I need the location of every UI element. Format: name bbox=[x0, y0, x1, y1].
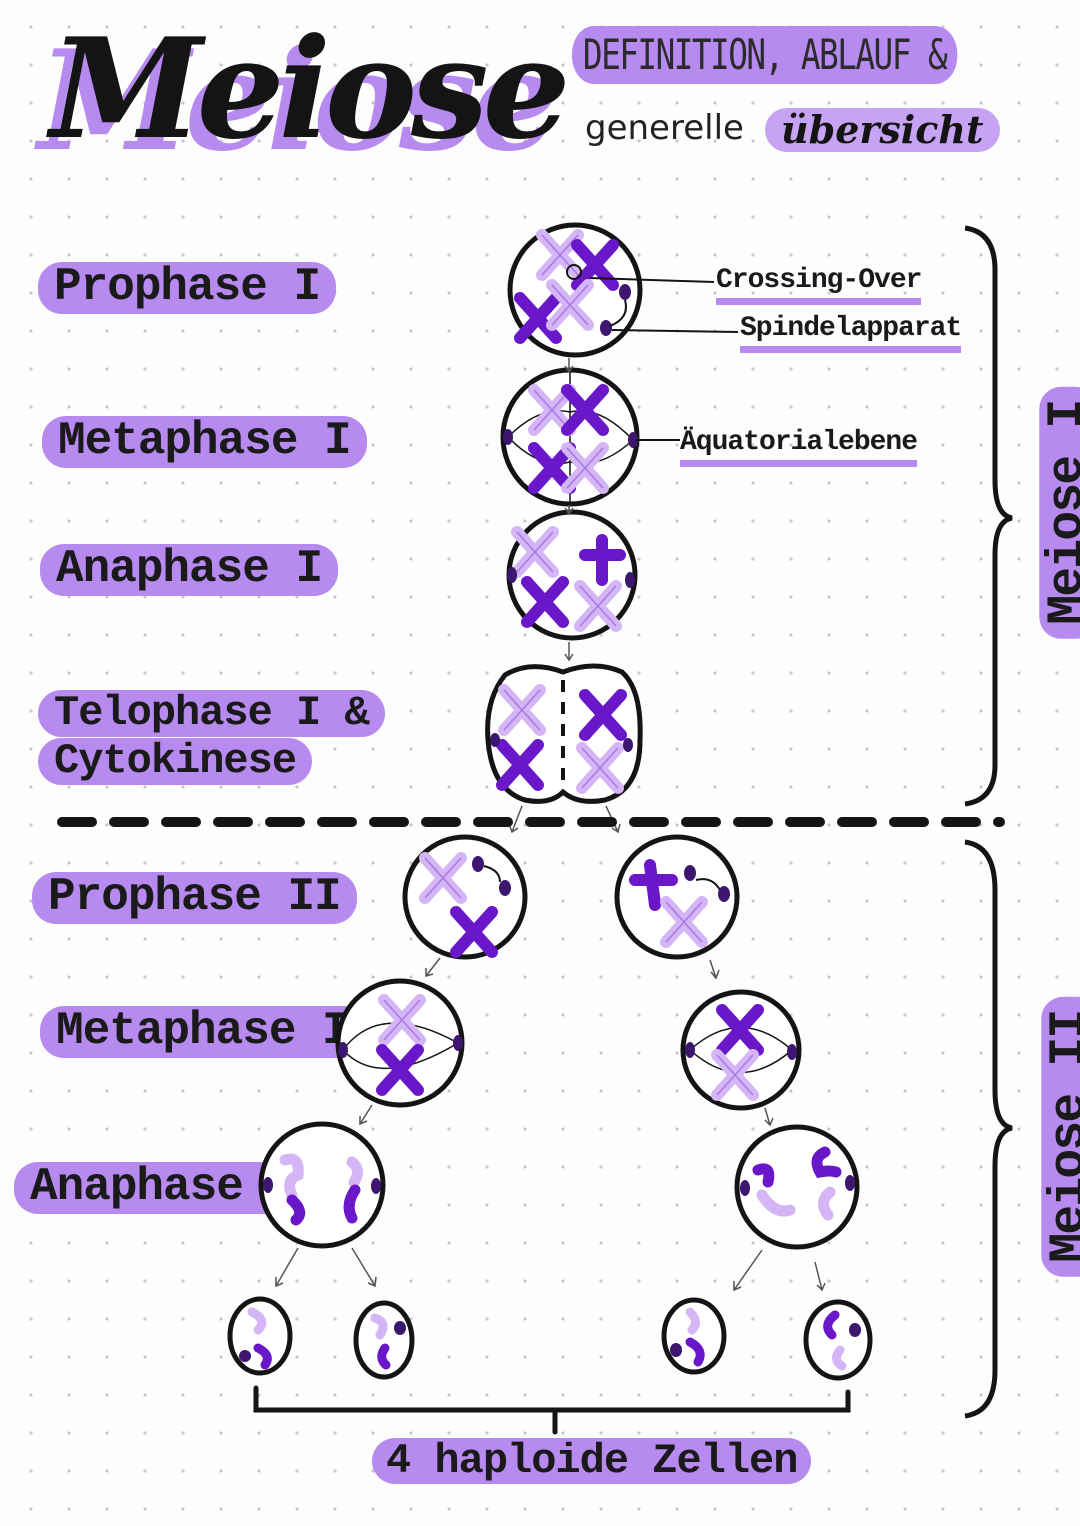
brace-meiosis-1 bbox=[964, 225, 1013, 807]
cell-metaphase-2-right bbox=[680, 989, 802, 1111]
brace-meiosis-2 bbox=[964, 839, 1013, 1419]
annotation-spindle: Spindelapparat bbox=[740, 313, 962, 353]
title-block: Meiose Meiose bbox=[38, 7, 590, 188]
cell-telophase-1 bbox=[485, 663, 643, 804]
stage-prophase-2: Prophase II bbox=[32, 871, 357, 924]
stage-prophase-1: Prophase I bbox=[38, 261, 337, 314]
annotation-equator: Äquatorialebene bbox=[680, 427, 918, 467]
cell-haploid-1 bbox=[227, 1296, 293, 1376]
page-title: Meiose bbox=[50, 7, 571, 170]
cell-haploid-2 bbox=[353, 1300, 415, 1380]
title-shadow: Meiose bbox=[38, 19, 559, 182]
cell-anaphase-2-right bbox=[734, 1124, 860, 1250]
subtitle-general: generelle bbox=[585, 108, 744, 148]
cell-haploid-3 bbox=[661, 1297, 727, 1375]
stage-metaphase-2: Metaphase II bbox=[40, 1005, 392, 1058]
stage-cytokinesis: Cytokinese bbox=[38, 737, 313, 786]
cell-prophase-2-right bbox=[614, 834, 740, 960]
cell-anaphase-2-left bbox=[258, 1121, 386, 1249]
cell-prophase-2-left bbox=[402, 834, 528, 960]
stage-telophase-1: Telophase I & bbox=[38, 689, 385, 738]
result-label: 4 haploide Zellen bbox=[372, 1438, 812, 1484]
subtitle-definition: DEFINITION, ABLAUF & bbox=[572, 26, 958, 84]
cell-anaphase-1 bbox=[506, 509, 638, 641]
arrows-meiosis-1 bbox=[508, 358, 621, 834]
cell-haploid-4 bbox=[803, 1299, 873, 1381]
bracket-haploid-cells bbox=[253, 1385, 851, 1435]
cell-metaphase-1 bbox=[500, 367, 680, 507]
annotation-crossing-over: Crossing-Over bbox=[716, 265, 922, 305]
stage-metaphase-1: Metaphase I bbox=[42, 415, 367, 468]
subtitle-overview: übersicht bbox=[765, 108, 1000, 152]
arrows-meiosis-2 bbox=[275, 957, 826, 1292]
cell-metaphase-2-left bbox=[335, 978, 465, 1108]
cell-prophase-1 bbox=[507, 222, 739, 358]
stage-anaphase-1: Anaphase I bbox=[40, 543, 339, 596]
